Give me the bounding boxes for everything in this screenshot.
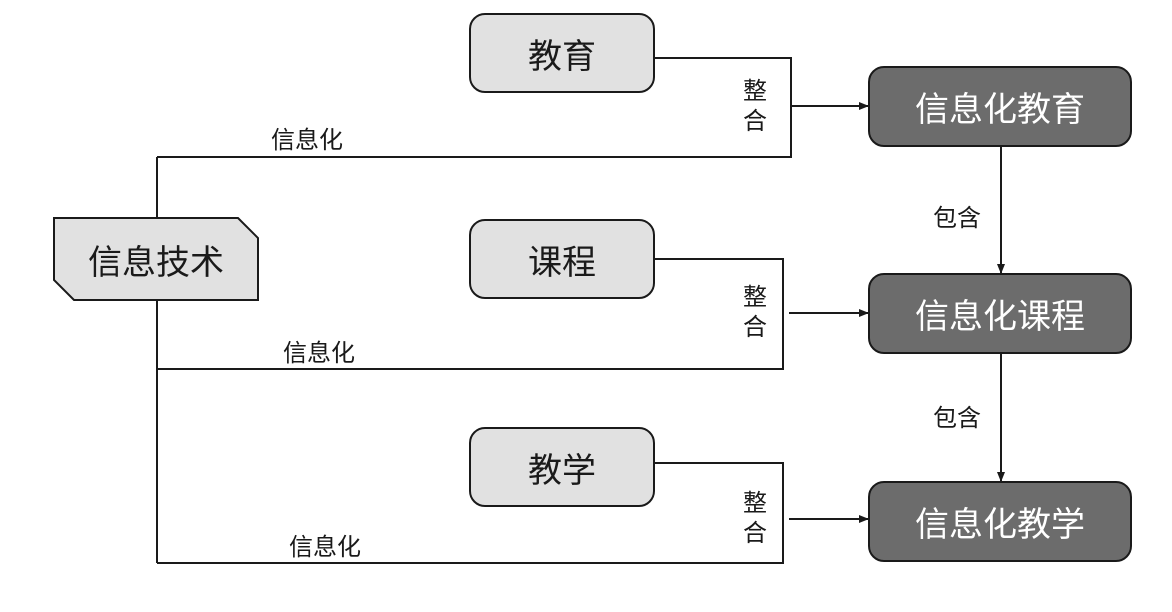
input-node-label: 课程 xyxy=(528,242,596,283)
source-node-label: 信息技术 xyxy=(88,242,224,283)
integrate-char: 合 xyxy=(743,107,767,135)
source-node-shape xyxy=(53,217,259,301)
integrate-label-3: 整 合 xyxy=(737,488,773,548)
input-node-label: 教学 xyxy=(528,450,596,491)
input-node-education: 教育 xyxy=(469,13,655,93)
integrate-char: 整 xyxy=(743,283,767,311)
integrate-label-2: 整 合 xyxy=(737,282,773,342)
output-node-label: 信息化课程 xyxy=(915,297,1085,337)
output-node-info-education: 信息化教育 xyxy=(868,66,1132,147)
integrate-char: 合 xyxy=(743,519,767,547)
integrate-char: 合 xyxy=(743,313,767,341)
input-node-label: 教育 xyxy=(528,36,596,77)
output-node-info-teaching: 信息化教学 xyxy=(868,481,1132,562)
informatize-label-1: 信息化 xyxy=(271,126,343,154)
source-node: 信息技术 xyxy=(54,218,258,300)
contains-label-2: 包含 xyxy=(933,404,981,432)
integrate-char: 整 xyxy=(743,77,767,105)
informatize-path-2 xyxy=(157,258,784,370)
output-node-info-curriculum: 信息化课程 xyxy=(868,273,1132,354)
integrate-label-1: 整 合 xyxy=(737,76,773,136)
informatize-label-2: 信息化 xyxy=(283,339,355,367)
input-node-teaching: 教学 xyxy=(469,427,655,507)
informatize-label-3: 信息化 xyxy=(289,533,361,561)
input-node-curriculum: 课程 xyxy=(469,219,655,299)
output-node-label: 信息化教育 xyxy=(915,90,1085,130)
informatize-path-3 xyxy=(157,462,784,564)
contains-label-1: 包含 xyxy=(933,204,981,232)
integrate-char: 整 xyxy=(743,489,767,517)
output-node-label: 信息化教学 xyxy=(915,505,1085,545)
informatize-path-1 xyxy=(157,57,792,158)
